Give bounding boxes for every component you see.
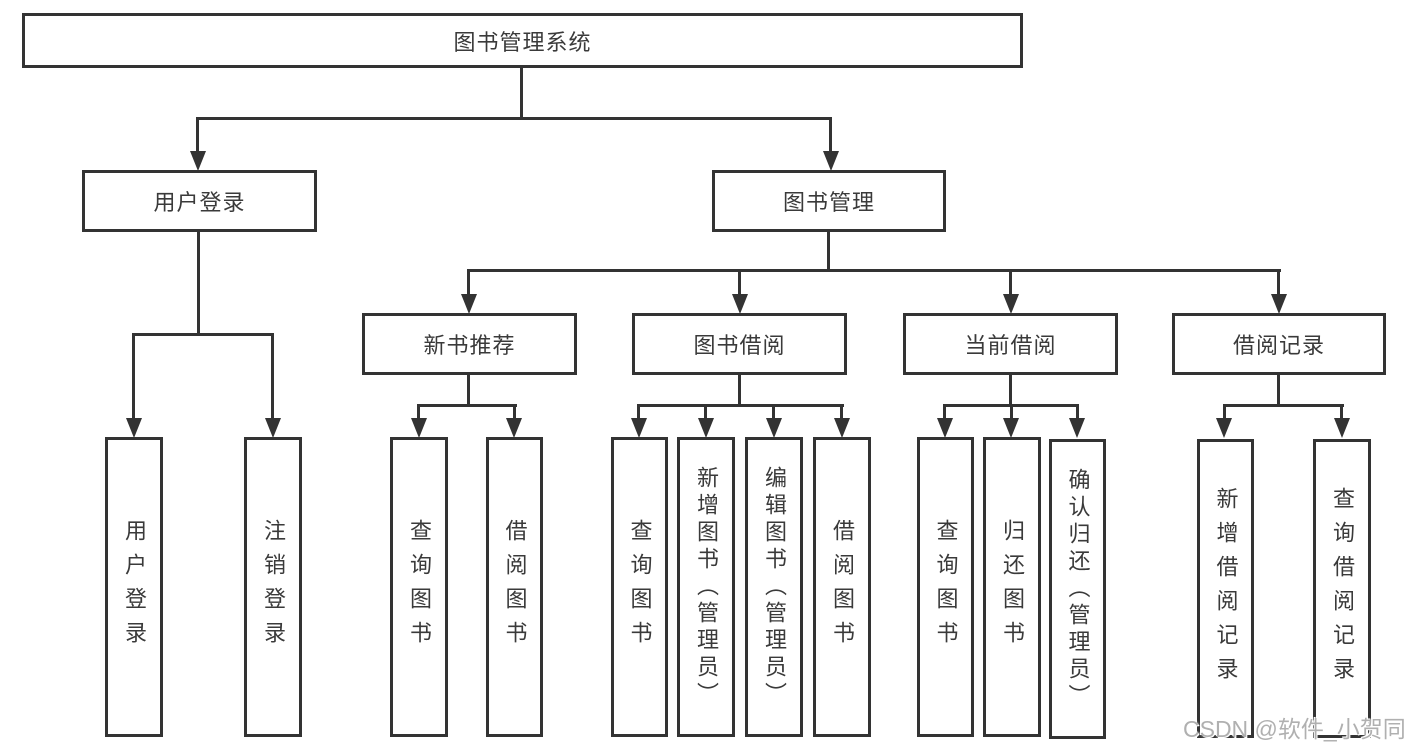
- node-borrowing-records: 借阅记录: [1172, 313, 1386, 375]
- connector-l3-drop: [467, 269, 470, 297]
- connector-bookmgmt-branch: [467, 269, 1281, 272]
- leaf-logout: 注销登录: [244, 437, 302, 737]
- leaf-query-books-borrowing-label: 查询图书: [627, 519, 653, 655]
- leaf-logout-label: 注销登录: [261, 519, 286, 655]
- leaf-confirm-return-admin-label: 确认归还（管理员）: [1065, 467, 1091, 711]
- connector-leaf-drop: [1340, 404, 1343, 422]
- arrowhead: [126, 418, 142, 438]
- arrowhead: [732, 294, 748, 314]
- arrowhead: [631, 418, 647, 438]
- leaf-query-books-recommend-label: 查询图书: [407, 519, 432, 655]
- node-book-borrowing: 图书借阅: [632, 313, 847, 375]
- arrowhead: [1003, 418, 1019, 438]
- node-borrowing-records-label: 借阅记录: [1232, 333, 1325, 358]
- connector-leaf-drop: [1223, 404, 1226, 422]
- connector-l3-stem: [1009, 374, 1012, 407]
- leaf-user-login: 用户登录: [105, 437, 163, 737]
- node-root: 图书管理系统: [22, 13, 1023, 68]
- connector-leaf-drop: [943, 404, 946, 422]
- connector-leaf-drop: [704, 404, 707, 422]
- connector-userlogin-leaf-drop: [132, 333, 135, 421]
- leaf-edit-books-admin-label: 编辑图书（管理员）: [762, 465, 787, 709]
- connector-l3-drop: [1277, 269, 1280, 297]
- node-current-borrowing-label: 当前借阅: [964, 333, 1057, 358]
- connector-leaf-drop: [772, 404, 775, 422]
- arrowhead: [766, 418, 782, 438]
- connector-bookmgmt-drop: [829, 117, 832, 155]
- connector-l3-drop: [738, 269, 741, 297]
- node-current-borrowing: 当前借阅: [903, 313, 1118, 375]
- node-root-label: 图书管理系统: [453, 29, 592, 55]
- connector-root-stem: [520, 68, 523, 120]
- leaf-query-books-current: 查询图书: [917, 437, 974, 737]
- arrowhead: [1271, 294, 1287, 314]
- connector-leaf-drop: [513, 404, 516, 422]
- connector-userlogin-drop: [196, 117, 199, 155]
- csdn-watermark: CSDN @软件_小贺同学: [1183, 716, 1405, 742]
- arrowhead: [1334, 418, 1350, 438]
- leaf-edit-books-admin: 编辑图书（管理员）: [745, 437, 803, 737]
- leaf-query-borrow-record-label: 查询借阅记录: [1330, 486, 1355, 691]
- node-new-book-recommend: 新书推荐: [362, 313, 577, 375]
- connector-leaf-drop: [840, 404, 843, 422]
- node-new-book-recommend-label: 新书推荐: [423, 333, 516, 358]
- connector-leaf-branch: [1223, 404, 1344, 407]
- connector-leaf-drop: [1010, 404, 1013, 422]
- leaf-query-borrow-record: 查询借阅记录: [1313, 439, 1371, 738]
- node-user-login: 用户登录: [82, 170, 317, 232]
- leaf-borrow-books-recommend: 借阅图书: [486, 437, 543, 737]
- leaf-add-books-admin-label: 新增图书（管理员）: [694, 465, 719, 709]
- connector-userlogin-leaf-drop: [271, 333, 274, 421]
- leaf-borrow-books-label: 借阅图书: [830, 519, 855, 655]
- arrowhead: [1216, 418, 1232, 438]
- arrowhead: [506, 418, 522, 438]
- arrowhead: [1069, 418, 1085, 438]
- leaf-confirm-return-admin: 确认归还（管理员）: [1049, 439, 1106, 739]
- leaf-query-books-borrowing: 查询图书: [611, 437, 668, 737]
- arrowhead: [1003, 294, 1019, 314]
- connector-leaf-drop: [1076, 404, 1079, 422]
- node-book-management-label: 图书管理: [782, 190, 875, 215]
- arrowhead: [190, 151, 206, 171]
- connector-userlogin-stem: [197, 231, 200, 335]
- leaf-borrow-books-recommend-label: 借阅图书: [502, 519, 528, 655]
- arrowhead: [411, 418, 427, 438]
- node-user-login-label: 用户登录: [153, 190, 246, 215]
- arrowhead: [698, 418, 714, 438]
- leaf-query-books-recommend: 查询图书: [390, 437, 448, 737]
- arrowhead: [265, 418, 281, 438]
- connector-l3-stem: [1277, 374, 1280, 407]
- leaf-add-books-admin: 新增图书（管理员）: [677, 437, 735, 737]
- arrowhead: [461, 294, 477, 314]
- arrowhead: [834, 418, 850, 438]
- connector-l3-stem: [467, 374, 470, 407]
- connector-leaf-branch: [637, 404, 844, 407]
- connector-leaf-drop: [417, 404, 420, 422]
- connector-leaf-drop: [637, 404, 640, 422]
- node-book-management: 图书管理: [712, 170, 946, 232]
- arrowhead: [823, 151, 839, 171]
- connector-l3-drop: [1009, 269, 1012, 297]
- leaf-user-login-label: 用户登录: [122, 519, 147, 655]
- connector-userlogin-branch: [132, 333, 274, 336]
- connector-root-branch: [196, 117, 832, 120]
- leaf-return-books: 归还图书: [983, 437, 1041, 737]
- node-book-borrowing-label: 图书借阅: [693, 333, 786, 358]
- leaf-add-borrow-record: 新增借阅记录: [1197, 439, 1254, 738]
- leaf-add-borrow-record-label: 新增借阅记录: [1213, 486, 1239, 691]
- leaf-borrow-books: 借阅图书: [813, 437, 871, 737]
- leaf-query-books-current-label: 查询图书: [933, 519, 959, 655]
- connector-leaf-branch: [417, 404, 517, 407]
- arrowhead: [937, 418, 953, 438]
- connector-bookmgmt-stem: [827, 231, 830, 272]
- connector-l3-stem: [738, 374, 741, 407]
- leaf-return-books-label: 归还图书: [1000, 519, 1025, 655]
